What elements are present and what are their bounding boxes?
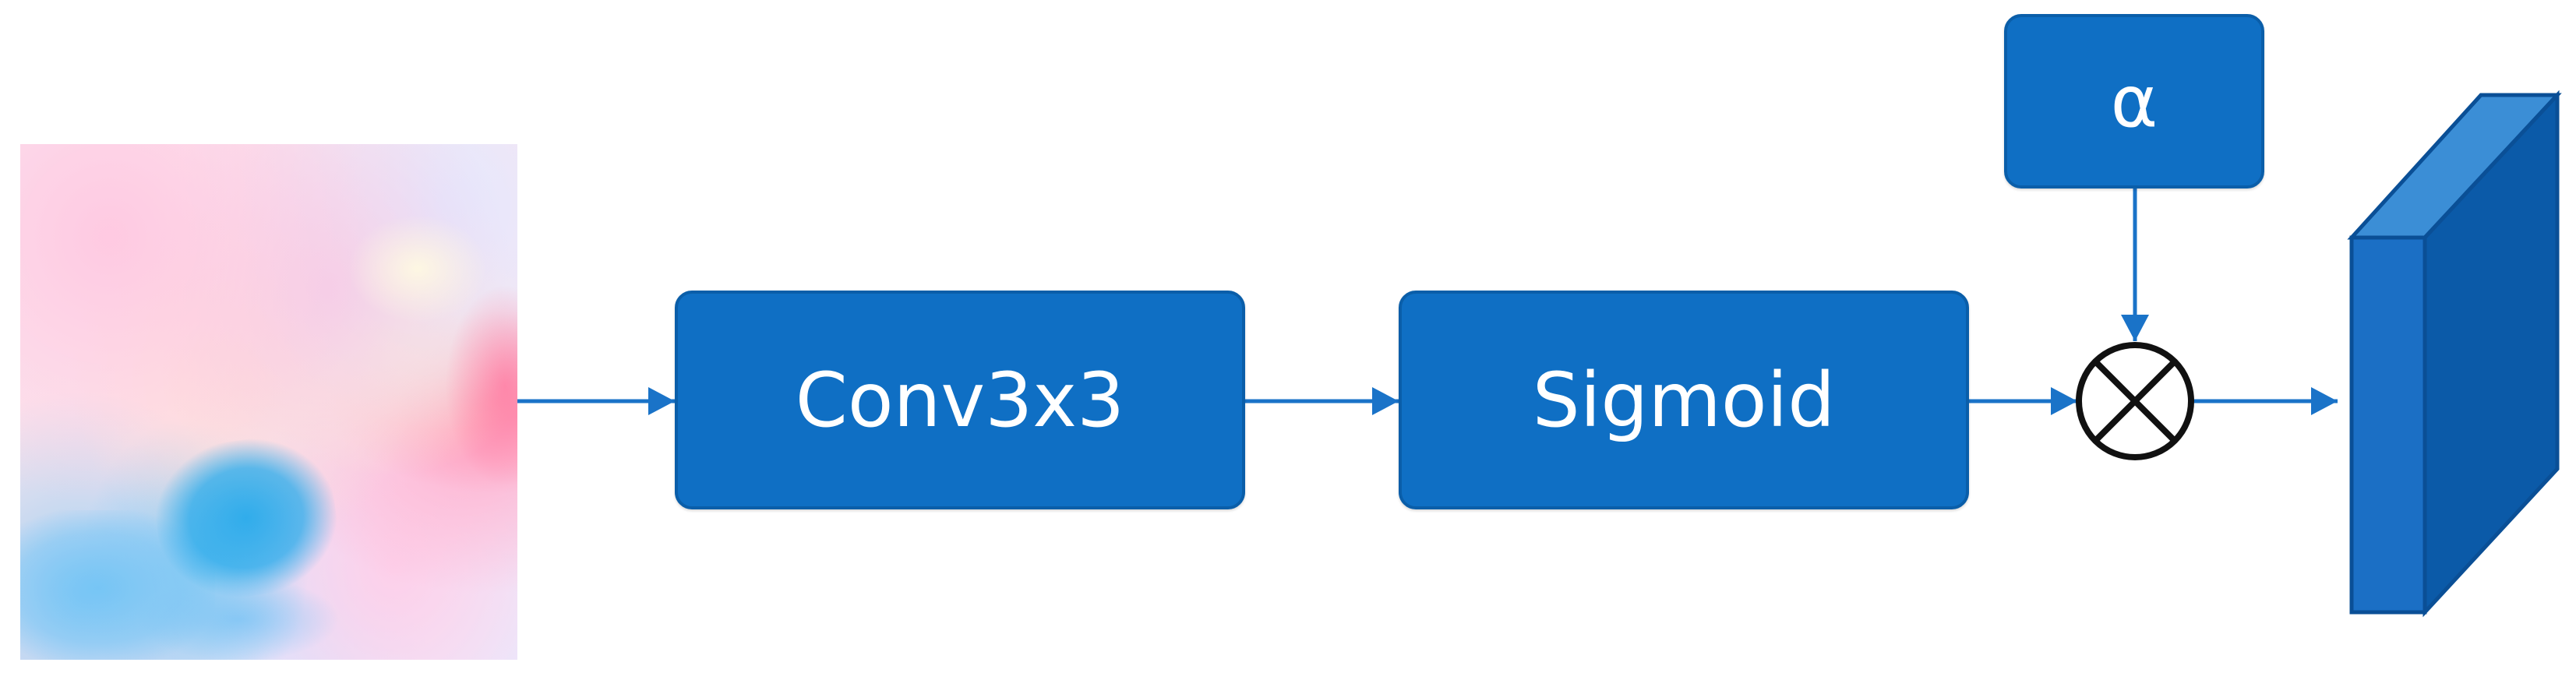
sigmoid-label: Sigmoid	[1532, 356, 1836, 444]
conv3x3-block: Conv3x3	[675, 291, 1245, 509]
arrowhead-sigmoid-to-multiply	[2051, 387, 2077, 415]
alpha-label: α	[2110, 59, 2158, 143]
multiply-operator-icon	[2076, 342, 2194, 460]
arrowhead-conv-to-sigmoid	[1372, 387, 1399, 415]
sigmoid-block: Sigmoid	[1399, 291, 1969, 509]
conv3x3-label: Conv3x3	[795, 356, 1125, 444]
arrowhead-alpha-to-multiply	[2121, 315, 2149, 341]
output-cube-front-face	[2349, 235, 2427, 615]
arrowhead-multiply-to-output	[2311, 387, 2338, 415]
arrowhead-input-to-conv	[648, 387, 675, 415]
image-patch	[137, 576, 340, 660]
alpha-block: α	[2004, 14, 2264, 188]
input-feature-map-image	[20, 144, 517, 660]
image-patch	[348, 214, 488, 323]
